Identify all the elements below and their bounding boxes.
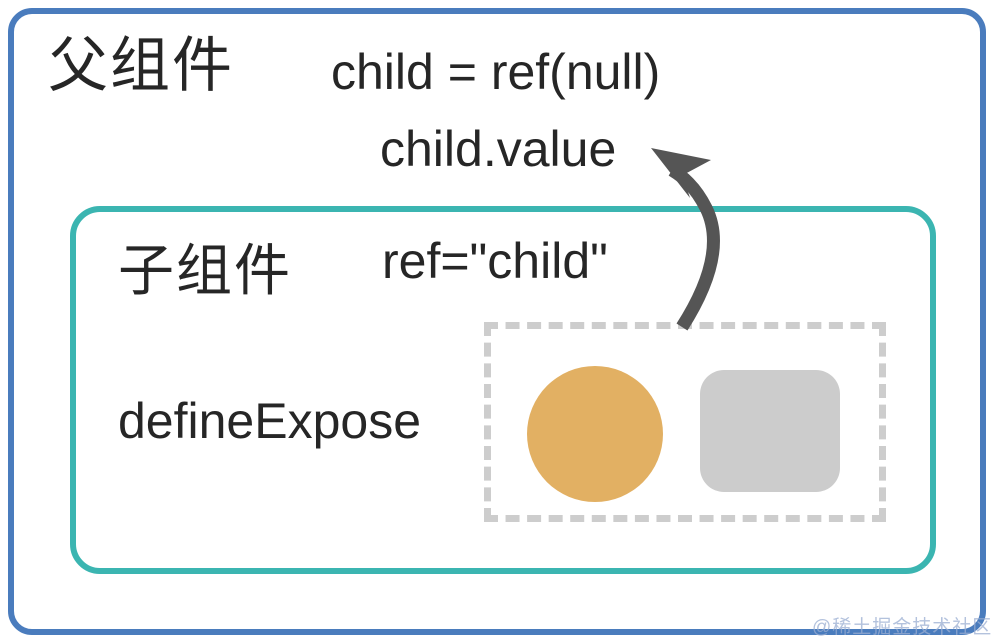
child-component-title: 子组件	[118, 239, 292, 302]
parent-component-title: 父组件	[48, 32, 234, 99]
orange-circle	[527, 366, 663, 502]
code-define-expose: defineExpose	[118, 393, 422, 449]
parent-component-box	[8, 8, 986, 635]
child-component-box	[70, 206, 936, 574]
code-child-value: child.value	[380, 121, 617, 177]
code-ref-attribute: ref="child"	[382, 233, 608, 289]
gray-rounded-square	[700, 370, 840, 492]
watermark-label: @稀土掘金技术社区	[812, 617, 993, 638]
code-ref-declaration: child = ref(null)	[331, 44, 661, 100]
